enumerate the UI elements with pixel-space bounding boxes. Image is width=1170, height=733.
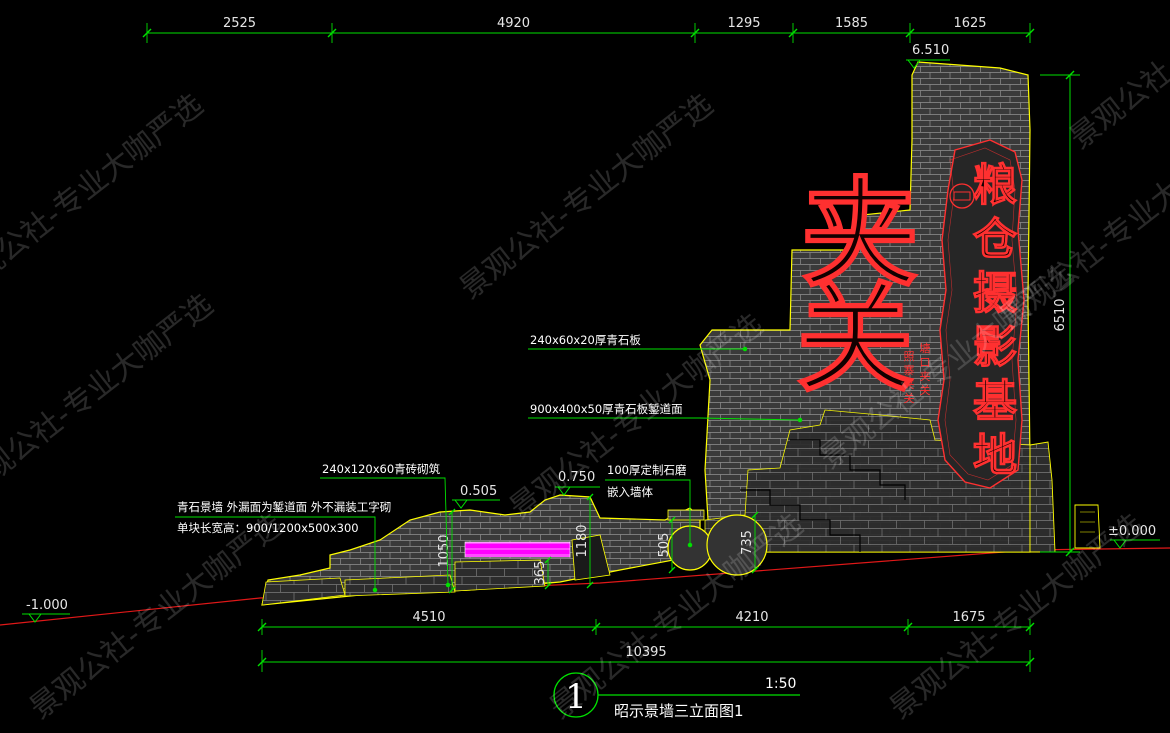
leader-lines xyxy=(175,346,803,593)
plaque-char-3: 影 xyxy=(973,322,1017,373)
svg-text:照: 照 xyxy=(904,350,915,363)
annotation-wall-2: 单块长宽高：900/1200x500x300 xyxy=(177,521,359,535)
big-char-0: 夹 xyxy=(801,164,919,303)
dimension-lines: 2525 4920 1295 1585 1625 4510 4210 1675 10395 651… xyxy=(142,16,1080,672)
big-char-1: 关 xyxy=(796,269,914,408)
elevation-zero: ±0.000 xyxy=(1108,524,1156,539)
total-dimension: 10395 xyxy=(625,645,666,660)
height-dimension-3: 735 xyxy=(740,530,755,555)
bottom-dimension-1: 4210 xyxy=(735,610,768,625)
annotation-brick: 240x120x60青砖砌筑 xyxy=(322,462,441,476)
top-dimension-1: 4920 xyxy=(497,16,530,31)
millstones xyxy=(667,509,768,576)
top-dimension-4: 1625 xyxy=(953,16,986,31)
watermark-0: 景观公社-专业大咖严选 xyxy=(0,87,210,306)
ground-line xyxy=(0,547,1170,626)
watermark-2: 景观公社-专业大咖严选 xyxy=(23,507,289,726)
height-dimension-0: 1050 xyxy=(437,534,452,567)
plaque-char-4: 基 xyxy=(973,376,1017,427)
svg-text:夹: 夹 xyxy=(920,370,931,383)
watermark-1: 景观公社-专业大咖严选 xyxy=(0,287,220,506)
plaque-char-0: 粮 xyxy=(973,160,1017,211)
plaque-char-2: 摄 xyxy=(973,268,1017,319)
right-dimension: 6510 xyxy=(1053,298,1068,331)
watermark-3: 景观公社-专业大咖严选 xyxy=(453,87,719,306)
magenta-inlay xyxy=(464,541,571,558)
watermark-9: 景观公社-专业大咖严选 xyxy=(1063,0,1170,156)
svg-text:口: 口 xyxy=(920,356,931,369)
drawing-scale: 1:50 xyxy=(765,676,796,692)
height-dimension-2: 505 xyxy=(657,533,672,558)
title-block: 1 1:50 昭示景墙三立面图1 xyxy=(553,672,800,720)
svg-text:关: 关 xyxy=(904,391,915,405)
svg-text:夹: 夹 xyxy=(904,378,915,391)
annotation-wall-1: 青石景墙 外漏面为錾道面 外不漏装工字砌 xyxy=(177,500,391,514)
annotation-stone-embed: 嵌入墙体 xyxy=(607,485,653,499)
right-posts xyxy=(1029,441,1101,553)
elevation-left: -1.000 xyxy=(26,598,68,613)
low-wall xyxy=(261,494,701,606)
drawing-title: 昭示景墙三立面图1 xyxy=(614,702,744,720)
annotations: 240x60x20厚青石板 900x400x50厚青石板錾道面 240x120x… xyxy=(177,333,687,535)
plaque-char-5: 地 xyxy=(973,430,1017,481)
top-dimension-3: 1585 xyxy=(835,16,868,31)
annotation-paving: 900x400x50厚青石板錾道面 xyxy=(530,402,683,416)
top-dimension-2: 1295 xyxy=(727,16,760,31)
svg-text:关: 关 xyxy=(920,383,931,397)
elevation-markers: 6.510 ±0.000 -1.000 0.505 0.750 xyxy=(22,43,1160,623)
elevation-low-wall: 0.505 xyxy=(460,484,497,499)
plaque-char-1: 仓 xyxy=(973,214,1018,265)
sign-plaque xyxy=(937,139,1025,489)
height-dimension-4: 365 xyxy=(533,561,548,586)
elevation-mid-wall: 0.750 xyxy=(558,470,595,485)
height-dimension-1: 1180 xyxy=(575,524,590,557)
drawing-number: 1 xyxy=(565,677,587,717)
elevation-top: 6.510 xyxy=(912,43,949,58)
bottom-dimension-0: 4510 xyxy=(412,610,445,625)
top-dimension-0: 2525 xyxy=(223,16,256,31)
svg-text:寨: 寨 xyxy=(904,363,915,377)
annotation-stone: 100厚定制石磨 xyxy=(607,463,687,477)
svg-text:塘: 塘 xyxy=(920,341,931,355)
bottom-dimension-2: 1675 xyxy=(952,610,985,625)
annotation-slab: 240x60x20厚青石板 xyxy=(530,333,641,347)
